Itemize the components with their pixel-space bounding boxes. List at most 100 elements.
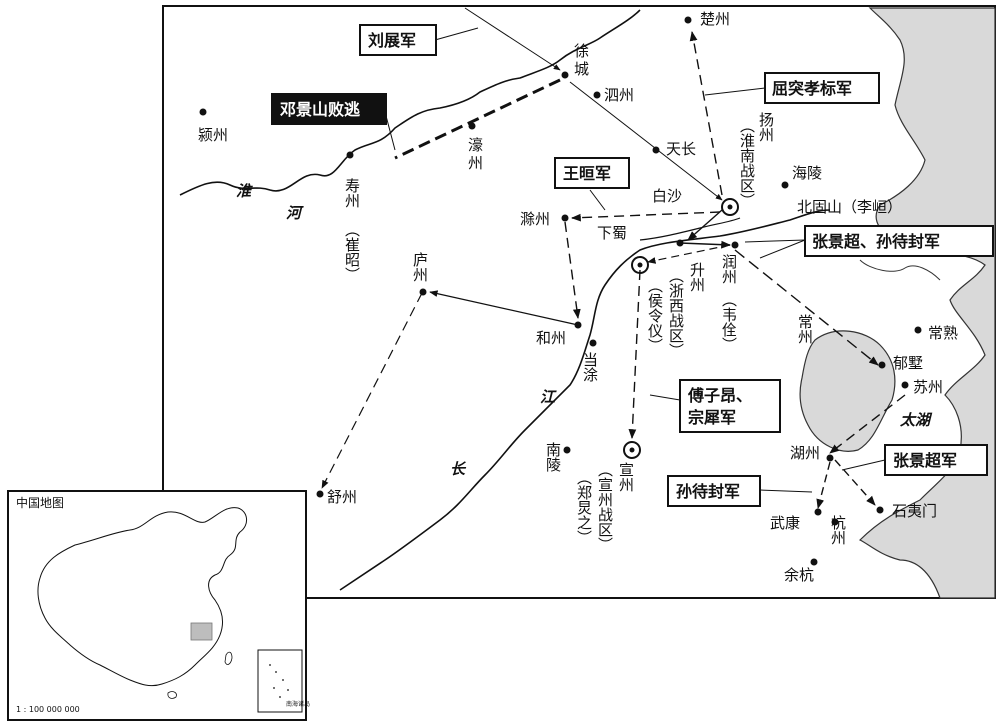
place-xuanzhou: 宣州 — [617, 462, 635, 492]
inset-china-outline — [37, 507, 247, 687]
place-baisha: 白沙 — [652, 187, 682, 205]
pointer-wangxuan — [589, 189, 606, 211]
place-nanling: 南陵 — [544, 442, 562, 472]
label-wangxuan: 王晅军 — [563, 164, 611, 183]
place-hailing: 海陵 — [792, 164, 822, 182]
box-liuzhan — [359, 24, 437, 56]
route-hu-shi — [834, 459, 876, 506]
canal-line — [639, 217, 741, 241]
box-zhangsun — [804, 225, 994, 257]
route-xucheng-yangzhou — [569, 81, 723, 201]
route-chu-he — [564, 221, 581, 319]
route-liuzhan — [464, 7, 561, 71]
yangtze-river — [339, 209, 831, 591]
river-jiang-2: 长 — [450, 460, 467, 478]
place-yushu: 郁墅 — [893, 354, 923, 372]
route-lu-shu — [321, 292, 423, 489]
route-wangxuan — [571, 211, 721, 222]
route-yang-bai — [687, 209, 723, 241]
label-zhangjingchao: 张景超军 — [893, 451, 957, 470]
box-sundaifeng — [667, 475, 761, 507]
label-deng: 邓景山败逃 — [280, 100, 361, 119]
label-sundaifeng: 孙待封军 — [676, 482, 740, 501]
hq-markers — [623, 198, 739, 459]
place-huainan: （淮南战区） — [738, 118, 756, 208]
place-haozhou-1: 濠 — [468, 136, 483, 154]
box-deng — [271, 93, 387, 125]
place-zhenglingzhi: （郑炅之） — [575, 470, 593, 545]
river-huai-2: 河 — [286, 204, 304, 222]
place-yangzhou: 扬州 — [757, 112, 775, 142]
place-shuzhou: 舒州 — [327, 488, 357, 506]
route-hu-wu — [816, 461, 831, 509]
place-houlingyi: （侯令仪） — [646, 278, 664, 353]
place-taihu: 太湖 — [899, 411, 933, 429]
route-deng-retreat — [394, 78, 561, 160]
place-haozhou-2: 州 — [468, 154, 483, 172]
inset-scale: 1 : 100 000 000 — [16, 705, 80, 714]
place-shiyimen: 石夷门 — [892, 502, 937, 520]
inset-highlight — [190, 622, 213, 641]
route-sheng-xuan — [628, 269, 641, 439]
place-dangtu: 当涂 — [581, 352, 599, 382]
place-zhexi: （浙西战区） — [667, 268, 685, 358]
inset-taiwan — [224, 651, 233, 665]
pointer-fuzong — [649, 394, 681, 401]
inset-south-sea-box — [257, 649, 303, 713]
huai-river — [179, 9, 641, 196]
box-wangxuan — [554, 157, 630, 189]
place-weiquan: （韦佺） — [720, 292, 738, 352]
route-run-su — [734, 249, 879, 366]
place-xuanzhou-zone: （宣州战区） — [596, 462, 614, 552]
pointer-liuzhan — [434, 27, 479, 41]
place-changshu: 常熟 — [928, 324, 958, 342]
city-dots — [199, 16, 922, 566]
place-luzhou: 庐州 — [411, 252, 429, 282]
label-qutu: 屈突孝标军 — [772, 79, 852, 98]
place-changzhou: 常州 — [796, 314, 814, 344]
pointer-zhangsun — [759, 239, 806, 259]
label-fuzong-2: 宗犀军 — [688, 408, 736, 427]
label-zhangsun: 张景超、孙待封军 — [812, 232, 940, 251]
pointer-sundaifeng — [759, 489, 813, 493]
route-he-lu — [429, 290, 579, 326]
inset-south-sea-dots — [269, 664, 289, 698]
place-chuzhou-north: 楚州 — [700, 10, 730, 28]
place-huzhou: 湖州 — [790, 444, 820, 462]
place-wukang: 武康 — [770, 514, 800, 532]
river-huai-1: 淮 — [236, 182, 253, 200]
coast-line — [859, 259, 941, 281]
inset-hainan — [167, 691, 177, 699]
place-xucheng-2: 城 — [574, 60, 589, 78]
place-shouzhou: 寿州 — [343, 178, 361, 208]
pointer-qutu — [704, 87, 766, 96]
place-shengzhou: 升州 — [688, 262, 706, 292]
label-fuzong-1: 傅子昂、 — [687, 386, 752, 405]
route-run-sheng — [647, 244, 731, 264]
box-qutu — [764, 72, 880, 104]
place-yuhang: 余杭 — [784, 566, 814, 584]
place-tianchang: 天长 — [666, 140, 696, 158]
place-hangzhou: 杭州 — [829, 515, 847, 545]
place-suzhou: 苏州 — [913, 378, 943, 396]
label-liuzhan: 刘展军 — [368, 31, 416, 50]
box-fuzong — [679, 379, 781, 433]
pointer-zhangjingchao — [841, 459, 886, 471]
place-beigushan: 北固山（李峘） — [797, 198, 902, 216]
inset-south-sea-label: 南海诸岛 — [286, 700, 310, 708]
place-xiashu: 下蜀 — [597, 224, 627, 242]
route-sheng-run — [679, 240, 731, 249]
place-cuizhao: （崔昭） — [343, 222, 361, 282]
place-runzhou: 润州 — [720, 254, 738, 284]
route-qutu — [689, 31, 723, 196]
place-hezhou: 和州 — [536, 329, 566, 347]
place-yingzhou: 颍州 — [198, 126, 228, 144]
place-chuzhou: 滁州 — [520, 210, 550, 228]
inset-title: 中国地图 — [16, 495, 64, 510]
place-xucheng-1: 徐 — [574, 42, 589, 60]
river-jiang-1: 江 — [540, 388, 557, 406]
box-zhangjingchao — [884, 444, 988, 476]
place-sizhou: 泗州 — [604, 86, 634, 104]
pointer-zhangsun2 — [744, 239, 806, 243]
